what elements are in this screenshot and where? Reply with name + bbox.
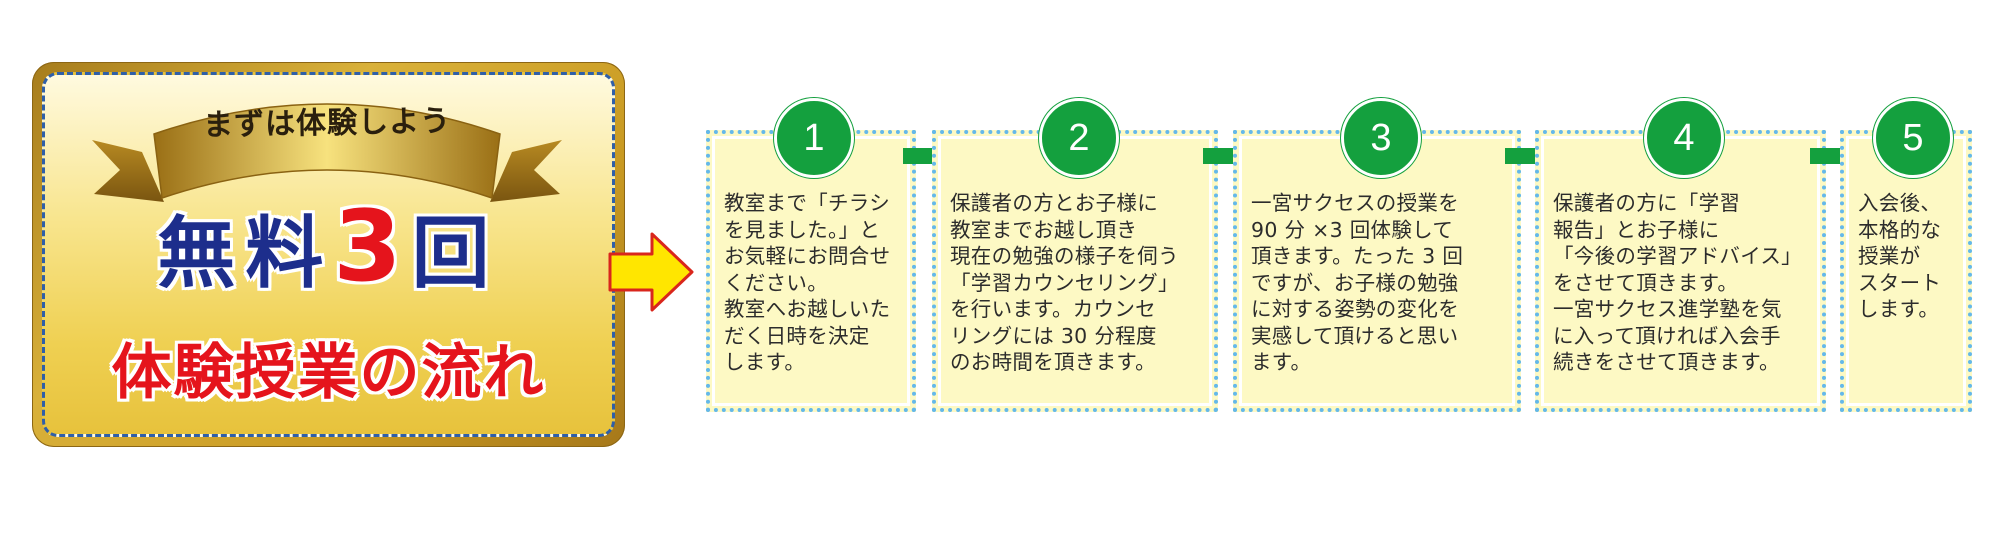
step-1-number: 1: [774, 98, 854, 178]
step-2-number: 2: [1039, 98, 1119, 178]
step-1-box: 1 教室まで「チラシ を見ました。」と お気軽にお問合せ ください。 教室へお越…: [706, 98, 916, 412]
step-4-number: 4: [1644, 98, 1724, 178]
step-2-text: 保護者の方とお子様に 教室までお越し頂き 現在の勉強の様子を伺う 「学習カウンセ…: [950, 191, 1179, 374]
step-3-text: 一宮サクセスの授業を 90 分 ×3 回体験して 頂きます。たった 3 回 です…: [1251, 191, 1464, 374]
step-1-text: 教室まで「チラシ を見ました。」と お気軽にお問合せ ください。 教室へお越しい…: [724, 191, 891, 374]
title-number: 3: [333, 190, 412, 304]
title-times: 回: [411, 209, 500, 299]
step-5-text: 入会後、 本格的な 授業が スタート します。: [1858, 191, 1942, 321]
step-4-text: 保護者の方に「学習 報告」とお子様に 「今後の学習アドバイス」 をさせて頂きます…: [1553, 191, 1802, 374]
flow-subtitle: 体験授業の流れ: [111, 338, 546, 408]
title-free: 無料: [157, 209, 334, 299]
step-3-number: 3: [1341, 98, 1421, 178]
ribbon-banner-icon: [92, 103, 562, 202]
ribbon-label: まずは体験しよう: [202, 103, 452, 144]
gold-title-panel: まずは体験しよう 無料3回 体験授業の流れ: [32, 62, 625, 447]
yellow-arrow-icon: [608, 232, 694, 312]
step-5-box: 5 入会後、 本格的な 授業が スタート します。: [1840, 98, 1972, 412]
step-2-box: 2 保護者の方とお子様に 教室までお越し頂き 現在の勉強の様子を伺う 「学習カウ…: [932, 98, 1218, 412]
step-4-box: 4 保護者の方に「学習 報告」とお子様に 「今後の学習アドバイス」 をさせて頂き…: [1535, 98, 1826, 412]
step-3-box: 3 一宮サクセスの授業を 90 分 ×3 回体験して 頂きます。たった 3 回 …: [1233, 98, 1521, 412]
step-5-number: 5: [1873, 98, 1953, 178]
free-three-times-title: 無料3回: [32, 190, 625, 304]
